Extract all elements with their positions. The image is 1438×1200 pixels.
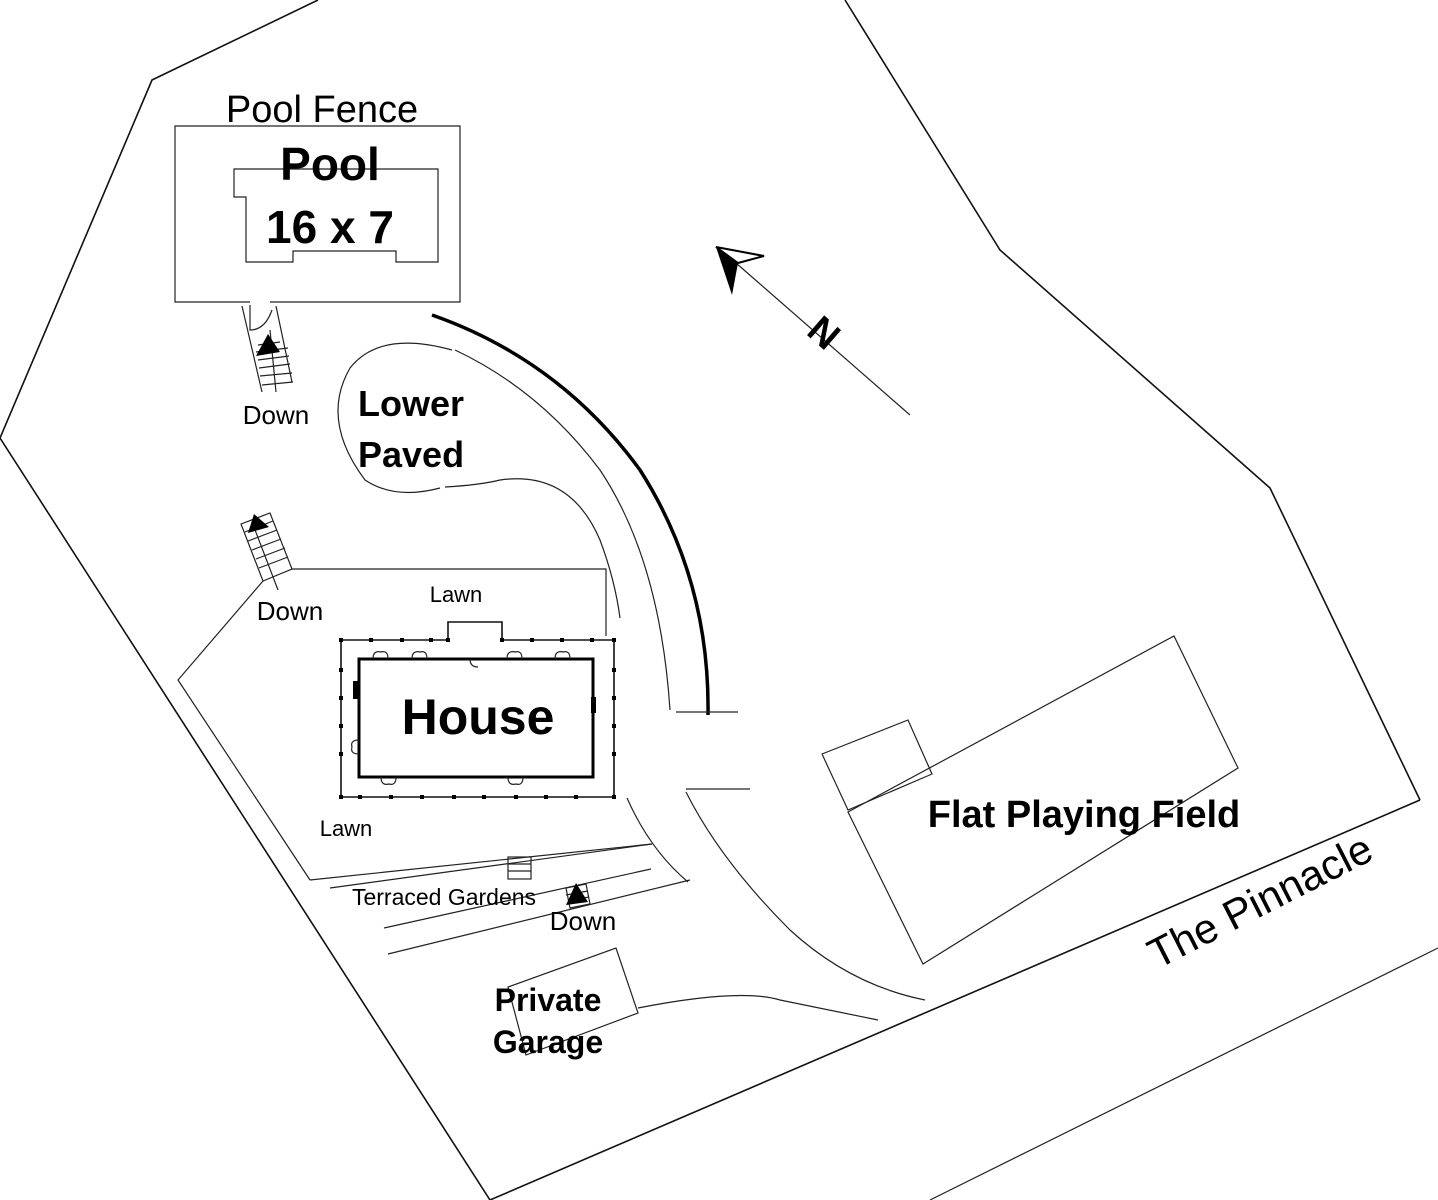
flat-playing-field-label: Flat Playing Field: [928, 794, 1241, 836]
lower-paved-area: [337, 342, 671, 711]
driveway-edge: [431, 313, 710, 716]
flat-playing-field: [821, 635, 1239, 965]
private-garage-label-1: Private: [495, 982, 602, 1018]
road-label: The Pinnacle: [1140, 824, 1380, 977]
west-stairs[interactable]: [240, 512, 293, 591]
pool-fence: [174, 125, 461, 303]
private-garage: [507, 947, 639, 1056]
lower-paved-label-1: Lower: [358, 383, 464, 424]
pool-title-label: Pool: [280, 138, 380, 190]
driveway: [685, 791, 926, 1001]
down-label-pool-stairs: Down: [243, 400, 309, 430]
north-label: N: [799, 309, 847, 359]
private-garage-label-2: Garage: [493, 1024, 603, 1060]
terrace-steps[interactable]: [507, 856, 532, 880]
terraced-gardens-label: Terraced Gardens: [352, 884, 536, 910]
down-arrow-icon: [256, 334, 280, 356]
north-arrow-icon: [715, 246, 911, 416]
house-label: House: [402, 689, 555, 745]
lawn-south-label: Lawn: [320, 816, 373, 841]
down-arrow-icon: [566, 883, 588, 905]
lawn-north-label: Lawn: [430, 582, 483, 607]
down-label-west-stairs: Down: [257, 596, 323, 626]
lower-paved-label-2: Paved: [358, 434, 464, 475]
house: [339, 621, 616, 799]
pool-size-label: 16 x 7: [266, 201, 394, 253]
pool-fence-label: Pool Fence: [226, 89, 418, 131]
lawn-boundary: [177, 568, 691, 955]
garden-stairs[interactable]: [565, 883, 591, 909]
down-arrow-icon: [248, 514, 269, 533]
down-label-garden-stairs: Down: [550, 906, 616, 936]
pool-stairs[interactable]: [241, 305, 294, 393]
pool: [233, 168, 439, 263]
